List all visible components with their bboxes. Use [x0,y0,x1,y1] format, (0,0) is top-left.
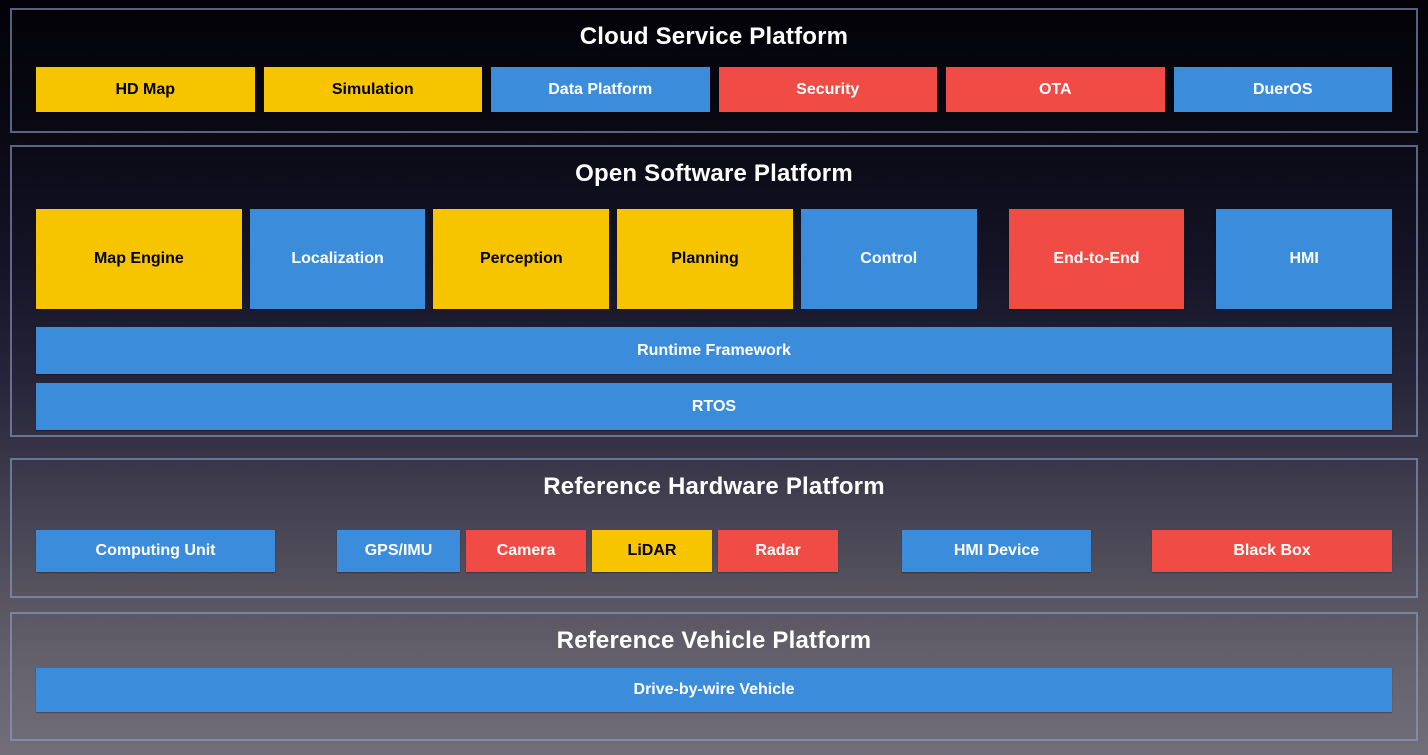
box-map-engine: Map Engine [36,209,242,309]
box-camera: Camera [466,530,586,572]
vehicle-platform-title: Reference Vehicle Platform [556,627,872,654]
section-reference-hardware-platform: Reference Hardware Platform Computing Un… [10,458,1418,598]
box-runtime-framework: Runtime Framework [36,327,1392,374]
hardware-platform-title: Reference Hardware Platform [543,473,885,500]
box-dueros: DuerOS [1173,67,1392,112]
box-ota: OTA [946,67,1165,112]
box-planning: Planning [617,209,793,309]
box-security: Security [718,67,937,112]
box-hd-map: HD Map [36,67,255,112]
box-radar: Radar [718,530,838,572]
box-data-platform: Data Platform [491,67,710,112]
box-control: Control [800,209,977,309]
box-hmi-device: HMI Device [902,530,1091,572]
box-rtos: RTOS [36,383,1392,430]
box-localization: Localization [249,209,426,309]
box-hmi: HMI [1216,209,1393,309]
box-lidar: LiDAR [592,530,712,572]
box-black-box: Black Box [1152,530,1392,572]
box-simulation: Simulation [263,67,482,112]
section-reference-vehicle-platform: Reference Vehicle Platform Drive-by-wire… [10,612,1418,741]
box-computing-unit: Computing Unit [36,530,275,572]
cloud-platform-title: Cloud Service Platform [579,23,849,50]
box-perception: Perception [433,209,610,309]
box-drive-by-wire-vehicle: Drive-by-wire Vehicle [36,668,1392,712]
vehicle-layer-bars: Drive-by-wire Vehicle [36,668,1392,712]
box-end-to-end: End-to-End [1008,209,1185,309]
software-platform-title: Open Software Platform [575,160,853,187]
box-gps-imu: GPS/IMU [337,530,460,572]
